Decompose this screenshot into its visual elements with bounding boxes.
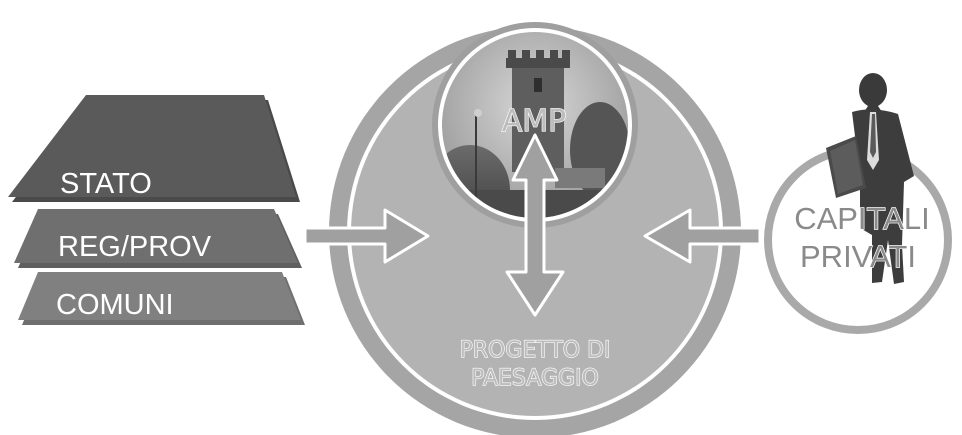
capitali-label-line2: PRIVATI: [800, 239, 916, 274]
level-reg-prov-label: REG/PROV: [58, 231, 212, 263]
left-arrow: [303, 208, 430, 264]
project-label-line1: PROGETTO DI: [459, 338, 610, 363]
level-comuni: COMUNI: [18, 272, 305, 325]
vertical-double-arrow: [505, 133, 565, 317]
amp-label: AMP: [502, 104, 567, 139]
level-stato-label: STATO: [60, 168, 152, 200]
businessman-icon: [826, 73, 914, 284]
project-label-line2: PAESAGGIO: [471, 366, 599, 391]
level-reg-prov: REG/PROV: [14, 209, 302, 268]
level-stato: STATO: [8, 95, 300, 202]
level-comuni-label: COMUNI: [56, 289, 174, 321]
capitali-label-line1: CAPITALI: [794, 201, 930, 236]
right-arrow: [643, 208, 762, 264]
government-levels-stack: STATO REG/PROV COMUNI: [8, 95, 305, 325]
